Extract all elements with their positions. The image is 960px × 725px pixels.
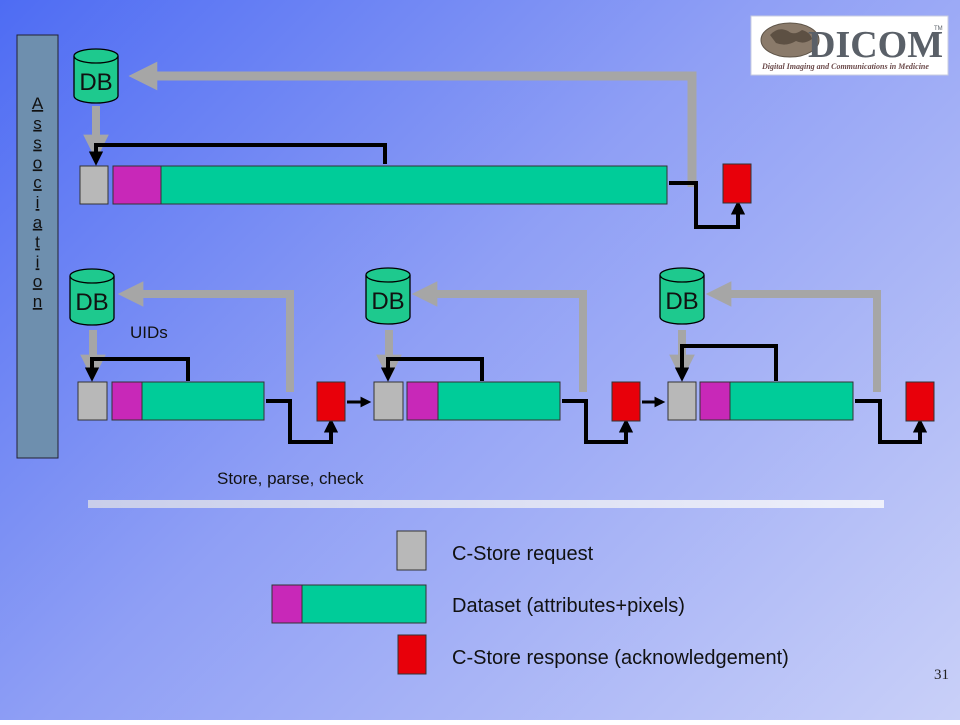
gray-return-arrow: [411, 281, 587, 392]
pixels-block: [141, 381, 265, 421]
logo-tm: TM: [934, 26, 943, 32]
uid-loop-arrow: [88, 143, 387, 166]
divider: [88, 500, 884, 508]
gray-return-arrow: [128, 61, 697, 187]
db-cylinder: DB: [659, 267, 705, 325]
db-cylinder: DB: [73, 48, 119, 104]
c-store-response-block: [722, 163, 752, 204]
db-cylinder: DB: [69, 268, 115, 326]
pixels-block: [160, 165, 668, 205]
bottom-group-1: DB UIDs: [69, 268, 372, 444]
bottom-group-2: DB: [365, 267, 666, 444]
legend-attributes-swatch: [271, 584, 303, 624]
ack-arrow: [855, 399, 928, 444]
db-label: DB: [665, 288, 698, 315]
c-store-response-block: [905, 381, 935, 422]
legend-pixels-swatch: [301, 584, 427, 624]
c-store-request-block: [79, 165, 109, 205]
c-store-request-block: [373, 381, 404, 421]
ack-arrow: [266, 399, 339, 444]
c-store-response-block: [316, 381, 346, 422]
uid-loop-arrow: [84, 357, 190, 382]
c-store-request-block: [77, 381, 108, 421]
dicom-logo: DICOM TM Digital Imaging and Communicati…: [750, 15, 949, 76]
legend-response-label: C-Store response (acknowledgement): [452, 647, 789, 669]
attributes-block: [112, 165, 162, 205]
legend-response-swatch: [397, 634, 427, 675]
uid-loop-arrow: [674, 344, 778, 382]
store-parse-check-caption: Store, parse, check: [217, 469, 364, 488]
uids-label: UIDs: [130, 323, 168, 342]
attributes-block: [111, 381, 143, 421]
logo-name: DICOM: [808, 24, 943, 66]
top-row: DB: [73, 48, 752, 229]
legend-request-label: C-Store request: [452, 543, 594, 565]
pixels-block: [437, 381, 561, 421]
ack-arrow: [562, 399, 634, 444]
gray-return-arrow: [705, 281, 881, 392]
db-label: DB: [371, 288, 404, 315]
db-label: DB: [75, 289, 108, 316]
legend: C-Store request Dataset (attributes+pixe…: [271, 530, 789, 675]
uid-loop-arrow: [380, 357, 484, 382]
legend-request-swatch: [396, 530, 427, 571]
gray-return-arrow: [117, 281, 294, 392]
c-store-response-block: [611, 381, 641, 422]
bottom-group-3: DB: [659, 267, 935, 444]
pixels-block: [729, 381, 854, 421]
db-label: DB: [79, 69, 112, 96]
logo-tagline: Digital Imaging and Communications in Me…: [761, 62, 929, 71]
attributes-block: [699, 381, 731, 421]
c-store-request-block: [667, 381, 697, 421]
legend-dataset-label: Dataset (attributes+pixels): [452, 595, 685, 617]
page-number: 31: [934, 667, 949, 683]
db-cylinder: DB: [365, 267, 411, 325]
ack-arrow: [669, 181, 746, 229]
attributes-block: [406, 381, 439, 421]
